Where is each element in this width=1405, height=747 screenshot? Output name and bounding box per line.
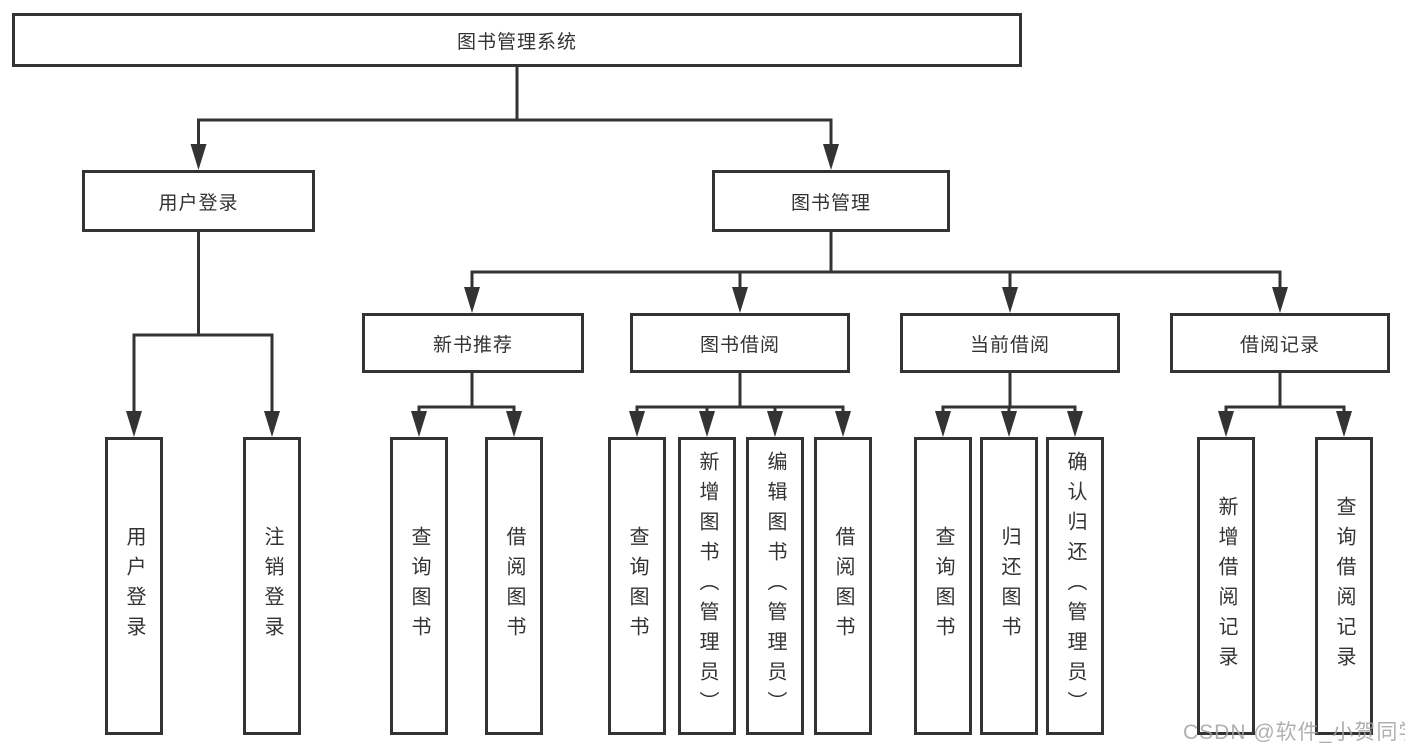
arrow-down-icon bbox=[699, 411, 715, 437]
leaf-query-books-recommend: 查询图书 bbox=[390, 437, 448, 735]
leaf-query-books-current: 查询图书 bbox=[914, 437, 972, 735]
leaf-borrow-books: 借阅图书 bbox=[814, 437, 872, 735]
leaf-add-borrow-record: 新增借阅记录 bbox=[1197, 437, 1255, 735]
arrow-down-icon bbox=[1001, 411, 1017, 437]
arrow-down-icon bbox=[767, 411, 783, 437]
arrow-down-icon bbox=[411, 411, 427, 437]
leaf-edit-book-admin: 编辑图书（管理员） bbox=[746, 437, 804, 735]
node-book-borrowing: 图书借阅 bbox=[630, 313, 850, 373]
arrow-down-icon bbox=[935, 411, 951, 437]
arrow-down-icon bbox=[264, 411, 280, 437]
leaf-query-borrow-record: 查询借阅记录 bbox=[1315, 437, 1373, 735]
leaf-return-book: 归还图书 bbox=[980, 437, 1038, 735]
leaf-confirm-return-admin: 确认归还（管理员） bbox=[1046, 437, 1104, 735]
arrow-down-icon bbox=[629, 411, 645, 437]
node-borrowing-records: 借阅记录 bbox=[1170, 313, 1390, 373]
arrow-down-icon bbox=[732, 287, 748, 313]
node-library-management-system: 图书管理系统 bbox=[12, 13, 1022, 67]
arrow-down-icon bbox=[823, 144, 839, 170]
leaf-user-login: 用户登录 bbox=[105, 437, 163, 735]
node-user-login: 用户登录 bbox=[82, 170, 315, 232]
leaf-logout: 注销登录 bbox=[243, 437, 301, 735]
arrow-down-icon bbox=[1272, 287, 1288, 313]
node-book-management: 图书管理 bbox=[712, 170, 950, 232]
leaf-add-book-admin: 新增图书（管理员） bbox=[678, 437, 736, 735]
arrow-down-icon bbox=[1067, 411, 1083, 437]
arrow-down-icon bbox=[1336, 411, 1352, 437]
node-current-borrowing: 当前借阅 bbox=[900, 313, 1120, 373]
arrow-down-icon bbox=[190, 144, 207, 170]
leaf-borrow-books-recommend: 借阅图书 bbox=[485, 437, 543, 735]
arrow-down-icon bbox=[1002, 287, 1018, 313]
arrow-down-icon bbox=[126, 411, 142, 437]
arrow-down-icon bbox=[1218, 411, 1234, 437]
node-new-book-recommendation: 新书推荐 bbox=[362, 313, 584, 373]
arrow-down-icon bbox=[464, 287, 480, 313]
leaf-query-books-borrowing: 查询图书 bbox=[608, 437, 666, 735]
arrow-down-icon bbox=[506, 411, 522, 437]
arrow-down-icon bbox=[835, 411, 851, 437]
